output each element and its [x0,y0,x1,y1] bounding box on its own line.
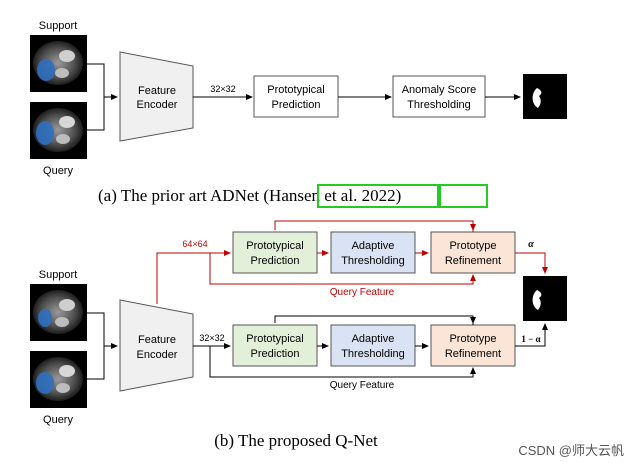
support-label-a: Support [39,20,78,32]
refine-label-top-1: Prototype [449,240,496,252]
proto-label-a-1: Prototypical [267,84,324,96]
panel-b: Support Query Feature Encoder 64×64 Prot… [30,220,567,450]
proto-label-top-1: Prototypical [246,240,303,252]
proto-label-bottom-2: Prediction [251,348,300,360]
proto-label-bottom-1: Prototypical [246,333,303,345]
refine-label-bottom-2: Refinement [445,348,501,360]
encoder-label-a-2: Encoder [137,99,178,111]
adaptive-label-top-2: Thresholding [341,255,405,267]
refine-label-top-2: Refinement [445,255,501,267]
size-label-a: 32×32 [210,84,235,94]
prototypical-prediction-bottom [232,324,318,367]
size-label-b-bottom: 32×32 [199,333,224,343]
size-label-b-top: 64×64 [182,239,207,249]
query-label-b: Query [43,414,73,426]
prototypical-prediction-top [232,231,318,274]
adaptive-label-top-1: Adaptive [352,240,395,252]
citation-box-year [439,184,488,208]
proto-label-top-2: Prediction [251,255,300,267]
feature-encoder-b [119,299,194,392]
encoder-label-b-2: Encoder [137,349,178,361]
caption-b: (b) The proposed Q-Net [214,431,378,450]
adaptive-thresholding-top [330,231,416,274]
watermark: CSDN @师大云帆 [518,443,624,458]
caption-a: (a) The prior art ADNet (Hansen et al. 2… [98,186,401,205]
query-feature-label-top: Query Feature [330,287,395,298]
mask-output-b [523,276,567,321]
adaptive-label-bottom-2: Thresholding [341,348,405,360]
support-label-b: Support [39,269,78,281]
refine-label-bottom-1: Prototype [449,333,496,345]
proto-label-a-2: Prediction [272,99,321,111]
prototype-refinement-top [430,231,516,274]
mask-output-a [523,74,567,119]
alpha-label: α [528,239,534,250]
query-feature-label-bottom: Query Feature [330,380,395,391]
encoder-label-b-1: Feature [138,334,176,346]
feature-encoder-a [119,51,194,142]
query-label-a: Query [43,165,73,177]
anomaly-label-a-2: Thresholding [407,99,471,111]
query-image-b [30,351,87,408]
one-minus-alpha-label: 1 − α [521,334,540,344]
support-image-b [30,284,87,341]
support-image-a [30,35,87,92]
encoder-label-a-1: Feature [138,85,176,97]
query-image-a [30,102,87,159]
anomaly-label-a-1: Anomaly Score [402,84,477,96]
citation-box-authors [317,184,439,208]
panel-a: Support Query Feature Encoder 32×32 Prot… [30,20,567,208]
adaptive-label-bottom-1: Adaptive [352,333,395,345]
